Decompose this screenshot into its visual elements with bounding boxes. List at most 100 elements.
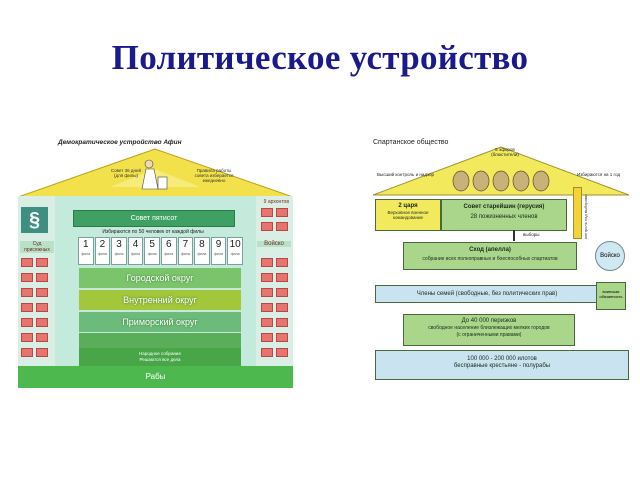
- district-coastal: Приморский округ: [79, 312, 241, 332]
- phyle-number: 1: [83, 239, 89, 250]
- brick: [261, 222, 273, 231]
- brick: [36, 288, 48, 297]
- phyle-caption: фила: [214, 252, 223, 256]
- brick: [261, 273, 273, 282]
- elected-note: Избираются по 50 человек от каждой филы: [102, 229, 204, 235]
- right-column: 9 архонтов Войско: [256, 196, 293, 366]
- brick: [276, 208, 288, 217]
- council-note-2: Правила работы совета изберается ежеднев…: [194, 168, 234, 183]
- assembly-label: Народное собрание: [139, 351, 181, 356]
- brick: [36, 348, 48, 357]
- brick: [276, 348, 288, 357]
- brick: [21, 303, 33, 312]
- phyle-number: 10: [229, 239, 241, 250]
- elect-label: выборы: [523, 232, 540, 237]
- appella-title: Сход (апелла): [469, 247, 511, 253]
- phyle-caption: фила: [230, 252, 240, 256]
- phyle-caption: фила: [197, 252, 207, 256]
- brick: [21, 318, 33, 327]
- control-note: контроль над выборами: [583, 194, 588, 239]
- brick: [36, 258, 48, 267]
- sparta-roof: [373, 146, 629, 196]
- army-circle: Войско: [595, 241, 625, 271]
- brick: [21, 273, 33, 282]
- perioeci-sub: свободное население близлежащих мелких г…: [428, 325, 550, 331]
- army-label: Войско: [257, 241, 291, 247]
- brick: [36, 273, 48, 282]
- perioeci-title: До 40 000 периэков: [461, 318, 517, 324]
- brick: [21, 288, 33, 297]
- slaves-bar: Рабы: [18, 366, 293, 388]
- brick: [261, 208, 273, 217]
- athens-roof: [18, 148, 293, 198]
- phyle-cell: 1 фила: [78, 237, 94, 265]
- kings-title: 2 царя: [398, 203, 418, 209]
- control-column: [573, 187, 582, 239]
- page-title: Политическое устройство: [111, 38, 529, 77]
- brick: [276, 288, 288, 297]
- ephors-helmets-icon: [452, 170, 550, 192]
- council-note: Совет 36 дней (для филы): [110, 168, 142, 178]
- left-column: § Суд присяжных: [18, 196, 55, 366]
- brick: [21, 258, 33, 267]
- brick: [276, 318, 288, 327]
- people-assembly: Народное собрание Решаются все дела: [79, 348, 241, 366]
- brick: [276, 303, 288, 312]
- brick: [261, 348, 273, 357]
- appella-sub: собрание всех полноправных и боеспособны…: [422, 256, 558, 262]
- phyle-caption: фила: [114, 252, 124, 256]
- assembly-note: Решаются все дела: [139, 357, 181, 362]
- phyle-number: 5: [149, 239, 155, 250]
- brick: [36, 333, 48, 342]
- perioeci-sub-2: (с ограниченными правами): [456, 332, 522, 338]
- phyle-number: 3: [116, 239, 122, 250]
- brick: [261, 303, 273, 312]
- ephors-label: 5 эфоров (блюстители): [491, 147, 519, 157]
- sparta-diagram: Спартанское общество 5 эфоров (блюстител…: [373, 139, 629, 380]
- phyle-number: 6: [165, 239, 172, 250]
- gerusia-box: Совет старейшин (герусия) 28 пожизненных…: [441, 199, 567, 231]
- sparta-label: Спартанское общество: [373, 139, 449, 146]
- brick: [261, 288, 273, 297]
- duty-box: воинская обязанность: [596, 282, 626, 310]
- district-city: Городской округ: [79, 268, 241, 288]
- brick: [276, 273, 288, 282]
- brick: [21, 348, 33, 357]
- phyle-cell: 3 фила: [111, 237, 127, 265]
- district-inner: Внутренний округ: [79, 290, 241, 310]
- phyle-caption: фила: [81, 252, 91, 256]
- athens-diagram: Демократическое устройство Афин Совет 36…: [18, 138, 293, 393]
- council-500: Совет пятисот: [73, 210, 235, 227]
- phyle-caption: фила: [131, 252, 140, 256]
- phyle-cell: 10 фила: [227, 237, 243, 265]
- district-filler: [79, 333, 241, 348]
- gerusia-title: Совет старейшин (герусия): [463, 204, 545, 210]
- gerusia-sub: 28 пожизненных членов: [470, 214, 538, 220]
- helots-sub: бесправные крестьяне - полурабы: [453, 363, 551, 369]
- brick: [261, 333, 273, 342]
- phyle-number: 2: [99, 239, 106, 250]
- appella-box: Сход (апелла) собрание всех полноправных…: [403, 242, 577, 270]
- court-label: Суд присяжных: [20, 241, 54, 253]
- phyle-number: 4: [132, 239, 139, 250]
- athens-body: § Суд присяжных 9 архонтов Войско: [18, 196, 293, 388]
- athens-label: Демократическое устройство Афин: [58, 139, 182, 146]
- brick: [36, 318, 48, 327]
- paragraph-icon: §: [21, 207, 48, 233]
- brick: [36, 303, 48, 312]
- phyle-caption: фила: [164, 252, 174, 256]
- helots-box: 100 000 - 200 000 илотов бесправные крес…: [375, 350, 629, 380]
- kings-box: 2 царя Верховное военное командование: [375, 199, 441, 231]
- brick: [261, 318, 273, 327]
- perioeci-box: До 40 000 периэков свободное население б…: [403, 314, 575, 346]
- phyle-cell: 4 фила: [127, 237, 144, 265]
- brick: [21, 333, 33, 342]
- kings-sub: Верховное военное командование: [387, 210, 429, 220]
- philosopher-icon: [141, 159, 168, 190]
